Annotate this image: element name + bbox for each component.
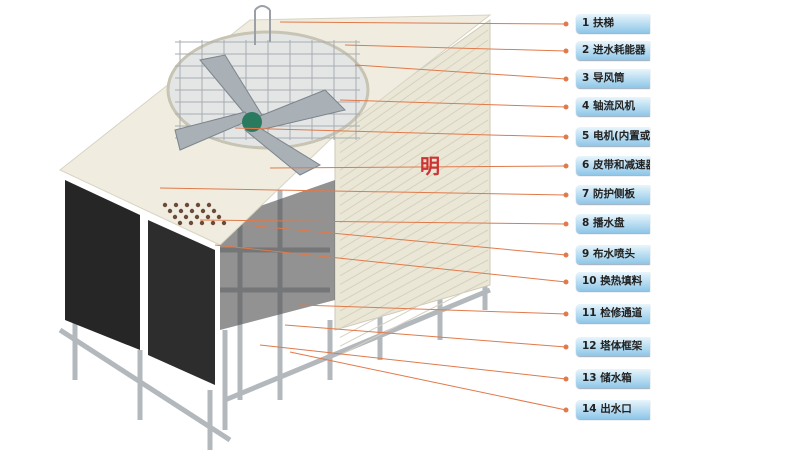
panel-rib xyxy=(339,169,489,259)
panel-rib xyxy=(339,199,489,286)
panel-rib xyxy=(339,59,489,162)
nozzle xyxy=(206,202,212,208)
nozzle xyxy=(216,214,222,220)
leader-line-14 xyxy=(289,351,567,411)
panel-rib xyxy=(339,129,489,224)
panel-rib xyxy=(339,79,489,180)
spray-nozzles xyxy=(162,202,227,226)
panel-rib xyxy=(339,89,489,189)
leader-dot-6 xyxy=(563,163,569,169)
leader-dot-7 xyxy=(563,192,569,198)
panel-rib xyxy=(339,139,489,233)
leader-line-7 xyxy=(159,187,567,196)
leader-line-9 xyxy=(244,224,567,256)
leader-line-4 xyxy=(339,99,567,108)
nozzle xyxy=(172,214,178,220)
callout-label-6: 6 皮带和减速器 xyxy=(576,156,650,175)
leader-dot-5 xyxy=(563,134,569,140)
fan-hub xyxy=(242,112,262,132)
panel-rib xyxy=(339,69,489,171)
leader-dot-12 xyxy=(563,344,569,350)
leader-dot-8 xyxy=(563,221,569,227)
callout-label-7: 7 防护侧板 xyxy=(576,185,650,204)
leader-line-1 xyxy=(279,21,567,25)
leader-dot-3 xyxy=(563,76,569,82)
nozzle xyxy=(221,220,227,226)
callout-label-13: 13 储水箱 xyxy=(576,369,650,388)
callout-label-11: 11 检修通道 xyxy=(576,304,650,323)
nozzle xyxy=(189,208,195,214)
leader-dot-4 xyxy=(563,104,569,110)
nozzle xyxy=(188,220,194,226)
nozzle xyxy=(184,202,190,208)
nozzle xyxy=(178,208,184,214)
ladder xyxy=(254,5,271,45)
callout-label-3: 3 导风筒 xyxy=(576,69,650,88)
callout-label-10: 10 换热填料 xyxy=(576,272,650,291)
heat-exchange-fill-front xyxy=(148,220,215,385)
panel-rib xyxy=(339,249,489,330)
panel-rib xyxy=(339,279,489,356)
panel-rib xyxy=(339,159,489,250)
panel-rib xyxy=(339,29,489,136)
panel-rib xyxy=(339,239,489,321)
heat-exchange-fill-left xyxy=(65,180,140,350)
nozzle xyxy=(210,220,216,226)
nozzle xyxy=(211,208,217,214)
leader-dot-1 xyxy=(563,21,569,27)
nozzle xyxy=(194,214,200,220)
leader-dot-11 xyxy=(563,311,569,317)
nozzle xyxy=(195,202,201,208)
leader-line-12 xyxy=(284,324,567,348)
nozzle xyxy=(167,208,173,214)
leader-dot-10 xyxy=(563,279,569,285)
panel-rib xyxy=(339,39,489,145)
callout-label-2: 2 进水耗能器 xyxy=(576,41,650,60)
callout-label-1: 1 扶梯 xyxy=(576,14,650,33)
callout-label-9: 9 布水喷头 xyxy=(576,245,650,264)
leader-dot-2 xyxy=(563,48,569,54)
callout-label-8: 8 播水盘 xyxy=(576,214,650,233)
leader-dot-14 xyxy=(563,407,569,413)
panel-rib xyxy=(339,259,489,338)
panel-rib xyxy=(339,229,489,312)
nozzle xyxy=(199,220,205,226)
leader-line-10 xyxy=(214,244,567,283)
panel-rib xyxy=(339,149,489,242)
leader-line-5 xyxy=(234,127,567,138)
callout-label-5: 5 电机(内置或外置) xyxy=(576,127,650,146)
nozzle xyxy=(183,214,189,220)
nozzle xyxy=(177,220,183,226)
panel-rib xyxy=(339,179,489,268)
nozzle xyxy=(173,202,179,208)
panel-rib xyxy=(339,99,489,198)
leader-line-2 xyxy=(344,44,567,52)
panel-rib xyxy=(339,219,489,303)
leader-dot-9 xyxy=(563,252,569,258)
callout-label-14: 14 出水口 xyxy=(576,400,650,419)
leader-dot-13 xyxy=(563,376,569,382)
leader-line-13 xyxy=(259,344,567,380)
leader-line-3 xyxy=(354,64,567,80)
nozzle xyxy=(162,202,168,208)
panel-rib xyxy=(339,269,489,347)
panel-rib xyxy=(339,49,489,154)
panel-rib xyxy=(339,109,489,206)
fan-blades xyxy=(174,54,346,176)
leader-line-8 xyxy=(199,219,567,225)
callout-label-4: 4 轴流风机 xyxy=(576,97,650,116)
panel-rib xyxy=(339,189,489,277)
leader-line-6 xyxy=(269,165,567,169)
brand-mark: 明 xyxy=(420,154,440,178)
nozzle xyxy=(205,214,211,220)
nozzle xyxy=(200,208,206,214)
panel-rib xyxy=(339,209,489,294)
callout-label-12: 12 塔体框架 xyxy=(576,337,650,356)
leader-line-11 xyxy=(299,304,567,315)
